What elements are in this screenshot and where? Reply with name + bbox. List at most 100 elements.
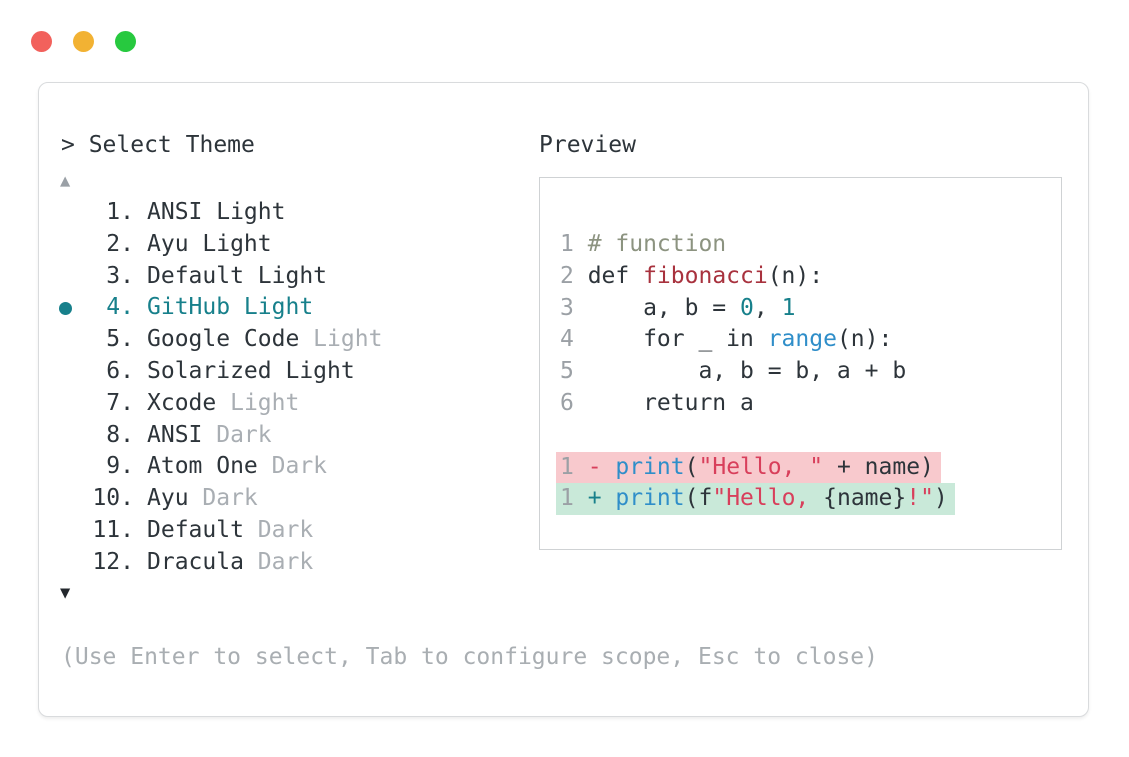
code-token: (n): — [767, 262, 824, 289]
code-token: for _ in — [587, 326, 768, 353]
code-line-2: 2 def fibonacci(n): — [560, 261, 1053, 293]
theme-option-label: ANSI — [147, 421, 203, 448]
theme-selector-window: > Select Theme Preview ▲ 1. ANSI Light 2.… — [38, 82, 1089, 717]
theme-list: 1.ANSI Light 2.Ayu Light 3.Default Light… — [57, 197, 382, 579]
bullet-slot — [57, 229, 78, 261]
code-token-string: !" — [906, 485, 934, 512]
code-token: a, b = b, a + b — [587, 358, 907, 385]
code-token-string: "Hello, — [712, 485, 824, 512]
code-line-4: 4 for _ in range(n): — [560, 324, 1053, 356]
code-token-builtin: range — [767, 326, 837, 353]
line-number: 1 — [560, 231, 574, 257]
code-token: , — [753, 294, 782, 321]
theme-option-ayu-dark[interactable]: 10.Ayu Dark — [57, 483, 382, 515]
code-token: (n): — [836, 326, 893, 353]
line-number: 6 — [560, 389, 574, 416]
theme-option-label: Dracula — [147, 548, 244, 575]
theme-option-default-dark[interactable]: 11. Default Dark — [57, 515, 382, 547]
theme-option-suffix: Dark — [243, 516, 314, 543]
theme-option-number: 8. — [106, 421, 134, 448]
theme-option-atom-one-dark[interactable]: 9.Atom One Dark — [57, 451, 382, 483]
line-number: 3 — [560, 294, 574, 321]
select-theme-prompt: > Select Theme — [61, 132, 255, 158]
theme-option-label: Ayu Light — [147, 230, 272, 257]
code-token-builtin: print — [615, 453, 685, 480]
diff-line-inserted: 1+ print(f"Hello, {name}!") — [556, 483, 1053, 516]
code-line-6: 6 return a — [560, 388, 1053, 420]
theme-option-github-light-selected[interactable]: 4. GitHub Light — [57, 292, 382, 324]
theme-option-suffix: Dark — [202, 421, 272, 448]
theme-option-xcode-light[interactable]: 7.Xcode Light — [57, 388, 382, 420]
minimize-button[interactable] — [73, 31, 94, 52]
code-token: a, b = — [587, 294, 741, 321]
theme-option-google-code-light[interactable]: 5. Google Code Light — [57, 324, 382, 356]
bullet-slot — [57, 483, 78, 515]
code-token: def — [587, 262, 644, 289]
keyboard-hint: (Use Enter to select, Tab to configure s… — [61, 644, 878, 670]
theme-option-number: 7. — [106, 389, 134, 416]
theme-option-ansi-light[interactable]: 1. ANSI Light — [57, 197, 382, 229]
theme-option-number: 1. — [106, 199, 134, 225]
preview-title: Preview — [539, 132, 636, 158]
line-number: 1 — [560, 485, 574, 512]
line-number: 4 — [560, 326, 574, 353]
window-controls — [31, 31, 136, 52]
code-line-1: 1# function — [560, 229, 1053, 261]
bullet-slot — [57, 261, 78, 293]
code-line-3: 3 a, b = 0, 1 — [560, 293, 1053, 325]
theme-option-label: ANSI Light — [147, 199, 286, 225]
theme-option-number: 6. — [106, 357, 134, 384]
bullet-slot — [57, 547, 78, 579]
theme-option-ayu-light[interactable]: 2.Ayu Light — [57, 229, 382, 261]
line-number: 1 — [560, 453, 574, 480]
theme-option-suffix: Light — [216, 389, 300, 416]
code-token-function-name: fibonacci — [643, 262, 768, 289]
scroll-down-icon[interactable]: ▼ — [60, 583, 71, 603]
theme-option-number: 11. — [92, 516, 134, 543]
theme-option-solarized-light[interactable]: 6. Solarized Light — [57, 356, 382, 388]
theme-option-label: Solarized Light — [147, 357, 355, 384]
maximize-button[interactable] — [115, 31, 136, 52]
line-number: 2 — [560, 262, 574, 289]
theme-option-label: GitHub Light — [147, 294, 314, 321]
theme-option-dracula-dark[interactable]: 12.Dracula Dark — [57, 547, 382, 579]
code-token-string: "Hello, " — [698, 453, 824, 480]
code-token-number: 0 — [740, 294, 754, 321]
theme-option-number: 3. — [106, 262, 134, 289]
code-token-number: 1 — [781, 294, 796, 321]
bullet-slot — [57, 451, 78, 483]
code-token: ) — [933, 485, 948, 512]
bullet-slot — [57, 324, 78, 356]
bullet-slot — [57, 292, 78, 324]
bullet-slot — [57, 515, 78, 547]
bullet-slot — [57, 197, 78, 229]
code-token: ( — [684, 453, 699, 480]
diff-line-deleted: 1- print("Hello, " + name) — [556, 451, 1053, 484]
theme-option-label: Default — [147, 516, 244, 543]
diff-minus-sign: - — [587, 453, 616, 480]
code-token-builtin: print — [615, 485, 685, 512]
theme-option-number: 10. — [92, 485, 134, 512]
code-token-interpolation: {name} — [823, 485, 907, 512]
theme-option-ansi-dark[interactable]: 8. ANSI Dark — [57, 420, 382, 452]
theme-option-number: 5. — [106, 326, 134, 353]
theme-option-label: Atom One — [147, 453, 258, 480]
theme-option-number: 4. — [106, 294, 134, 321]
bullet-slot — [57, 356, 78, 388]
scroll-up-icon[interactable]: ▲ — [60, 171, 71, 191]
diff-plus-sign: + — [587, 485, 616, 512]
theme-option-default-light[interactable]: 3.Default Light — [57, 261, 382, 293]
code-line-5: 5 a, b = b, a + b — [560, 356, 1053, 388]
theme-option-label: Google Code — [147, 326, 300, 353]
selected-bullet-icon — [59, 301, 72, 315]
code-token: return a — [587, 389, 754, 416]
theme-option-suffix: Light — [299, 326, 383, 353]
line-number: 5 — [560, 358, 574, 385]
close-button[interactable] — [31, 31, 52, 52]
theme-option-suffix: Dark — [188, 485, 258, 512]
theme-option-suffix: Dark — [257, 453, 328, 480]
bullet-slot — [57, 420, 78, 452]
